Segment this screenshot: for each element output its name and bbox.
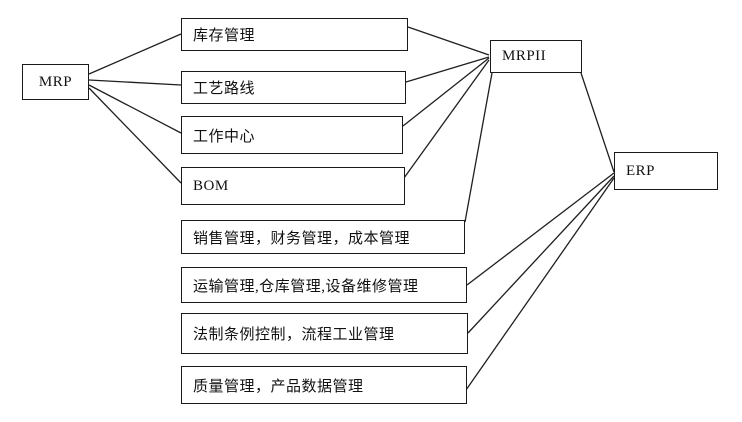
edge-line-routing-mrpii — [405, 56, 490, 83]
node-transport: 运输管理,仓库管理,设备维修管理 — [181, 267, 467, 303]
edge-line-inventory-mrpii — [407, 26, 490, 56]
node-label-mrpii: MRPII — [502, 48, 547, 64]
node-label-bom: BOM — [193, 177, 229, 194]
node-label-inventory: 库存管理 — [193, 28, 256, 44]
edge-line-bom-mrpii — [403, 59, 490, 179]
node-quality: 质量管理，产品数据管理 — [181, 366, 467, 404]
node-mrpii: MRPII — [490, 40, 582, 73]
node-mrp: MRP — [22, 64, 89, 100]
node-regulation: 法制条例控制，流程工业管理 — [181, 313, 468, 354]
edge-line-regulation-erp — [467, 175, 615, 334]
node-label-regulation: 法制条例控制，流程工业管理 — [193, 327, 395, 343]
node-label-sales: 销售管理，财务管理，成本管理 — [193, 230, 411, 247]
node-label-routing: 工艺路线 — [193, 81, 256, 97]
node-erp: ERP — [614, 152, 718, 190]
node-inventory: 库存管理 — [181, 18, 408, 51]
edge-line-mrp-inventory — [88, 33, 182, 75]
edge-line-quality-erp — [465, 177, 615, 391]
node-bom: BOM — [181, 167, 405, 205]
node-label-quality: 质量管理，产品数据管理 — [193, 378, 364, 395]
node-label-erp: ERP — [626, 162, 656, 179]
edge-line-mrpii-erp — [580, 72, 615, 173]
edge-line-mrp-workcenter — [88, 84, 182, 134]
node-label-workcenter: 工作中心 — [193, 128, 256, 145]
node-label-transport: 运输管理,仓库管理,设备维修管理 — [193, 278, 419, 295]
edge-line-sales-mrpii — [464, 72, 493, 223]
node-sales: 销售管理，财务管理，成本管理 — [181, 220, 465, 254]
node-label-mrp: MRP — [38, 73, 73, 90]
edge-line-workcenter-mrpii — [402, 57, 490, 127]
edge-line-mrp-bom — [88, 87, 182, 184]
edge-line-transport-erp — [466, 172, 615, 286]
node-workcenter: 工作中心 — [181, 116, 403, 154]
node-routing: 工艺路线 — [181, 71, 406, 104]
edge-line-mrp-routing — [88, 79, 182, 86]
